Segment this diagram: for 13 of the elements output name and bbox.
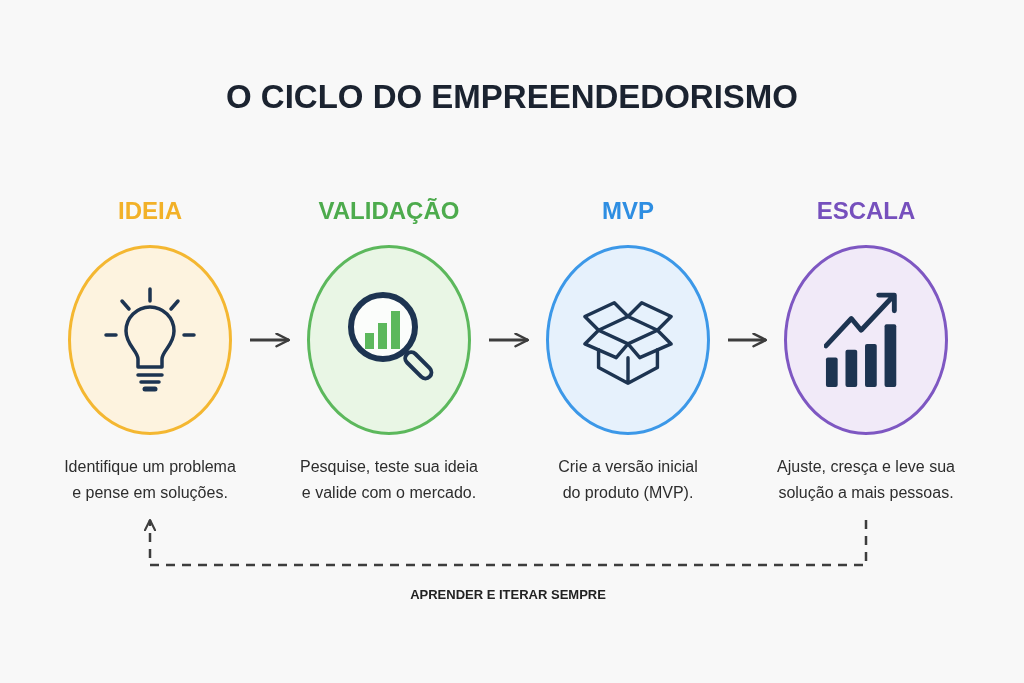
stage-title: VALIDAÇÃO [318,196,460,226]
arrow [250,332,291,348]
diagram-title: O CICLO DO EMPREENDEDORISMO [226,77,798,117]
arrow [489,332,530,348]
stage-description: Crie a versão inicial do produto (MVP). [557,457,699,503]
stage-description: Ajuste, cresça e leve sua solução a mais pessoas. [776,457,956,503]
dashed-loop-arrow [143,518,868,567]
stage-title: IDEIA [118,196,182,226]
stage-description: Identifique um problema e pense em soluções. [63,457,237,503]
stage-title: ESCALA [816,196,916,226]
stage-title: MVP [602,196,654,226]
stage-description: Pesquise, teste sua ideia e valide com o mercado. [299,457,479,503]
arrow [728,332,768,348]
